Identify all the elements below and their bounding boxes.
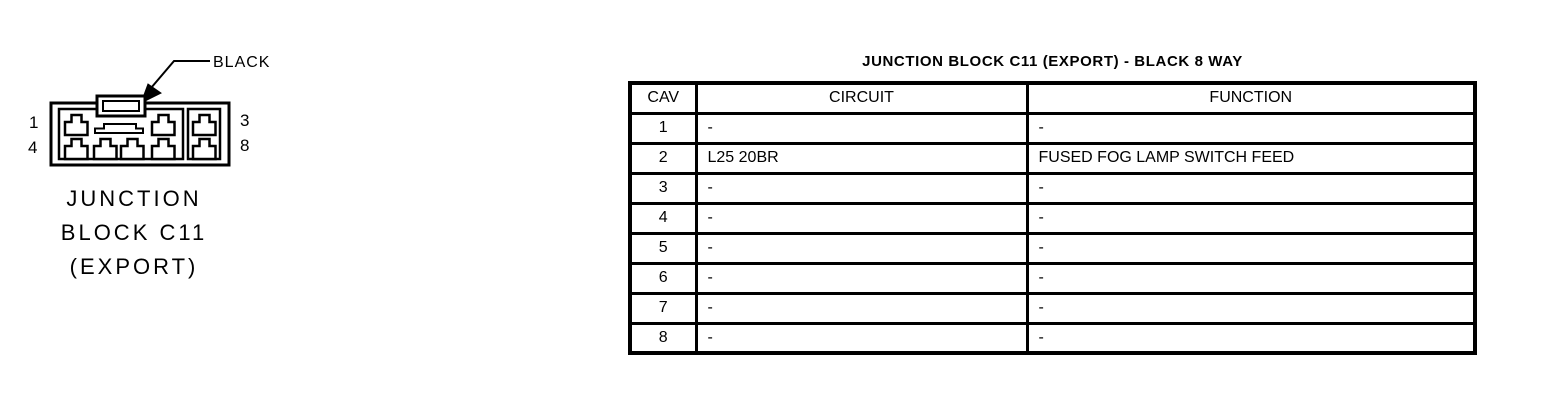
circuit-cell: -	[694, 261, 1029, 295]
cav-cell: 7	[628, 291, 698, 325]
pin-cavities	[63, 113, 217, 161]
connector-body	[49, 94, 231, 167]
cav-cell: 1	[628, 111, 698, 145]
function-cell: FUSED FOG LAMP SWITCH FEED	[1025, 141, 1477, 175]
table-row: 6 - -	[628, 261, 1477, 295]
circuit-cell: -	[694, 171, 1029, 205]
pinout-table: CAV CIRCUIT FUNCTION 1 - - 2 L25 20BR FU…	[628, 81, 1477, 355]
header-circuit: CIRCUIT	[694, 81, 1029, 115]
table-row: 4 - -	[628, 201, 1477, 235]
function-cell: -	[1025, 201, 1477, 235]
connector-caption: JUNCTION BLOCK C11 (EXPORT)	[28, 182, 240, 284]
pin-number-3: 3	[240, 111, 249, 130]
table-row: 2 L25 20BR FUSED FOG LAMP SWITCH FEED	[628, 141, 1477, 175]
cav-cell: 5	[628, 231, 698, 265]
locking-tab	[95, 94, 147, 118]
table-row: 7 - -	[628, 291, 1477, 325]
cav-cell: 4	[628, 201, 698, 235]
table-row: 8 - -	[628, 321, 1477, 355]
function-cell: -	[1025, 291, 1477, 325]
keying-bar	[94, 123, 144, 134]
function-cell: -	[1025, 171, 1477, 205]
cav-cell: 6	[628, 261, 698, 295]
table-title: JUNCTION BLOCK C11 (EXPORT) - BLACK 8 WA…	[862, 53, 1243, 70]
connector-caption-line-1: JUNCTION	[66, 186, 202, 211]
pin-number-8: 8	[240, 136, 249, 155]
function-cell: -	[1025, 231, 1477, 265]
circuit-cell: -	[694, 111, 1029, 145]
function-cell: -	[1025, 321, 1477, 355]
connector-caption-line-3: (EXPORT)	[69, 254, 199, 279]
table-row: 5 - -	[628, 231, 1477, 265]
pin-number-1: 1	[29, 113, 38, 132]
circuit-cell: -	[694, 291, 1029, 325]
black-leader-arrow	[140, 60, 210, 105]
circuit-cell: L25 20BR	[694, 141, 1029, 175]
function-cell: -	[1025, 261, 1477, 295]
table-row: 1 - -	[628, 111, 1477, 145]
cav-cell: 8	[628, 321, 698, 355]
circuit-cell: -	[694, 201, 1029, 235]
function-cell: -	[1025, 111, 1477, 145]
connector-diagram: BLACK 1 4 3 8	[28, 54, 270, 167]
header-function: FUNCTION	[1025, 81, 1477, 115]
connector-caption-line-2: BLOCK C11	[60, 220, 208, 245]
pin-number-4: 4	[28, 138, 37, 157]
table-header-row: CAV CIRCUIT FUNCTION	[628, 81, 1477, 115]
cav-cell: 3	[628, 171, 698, 205]
header-cav: CAV	[628, 81, 698, 115]
circuit-cell: -	[694, 321, 1029, 355]
circuit-cell: -	[694, 231, 1029, 265]
table-row: 3 - -	[628, 171, 1477, 205]
connector-color-label: BLACK	[213, 54, 270, 71]
cav-cell: 2	[628, 141, 698, 175]
